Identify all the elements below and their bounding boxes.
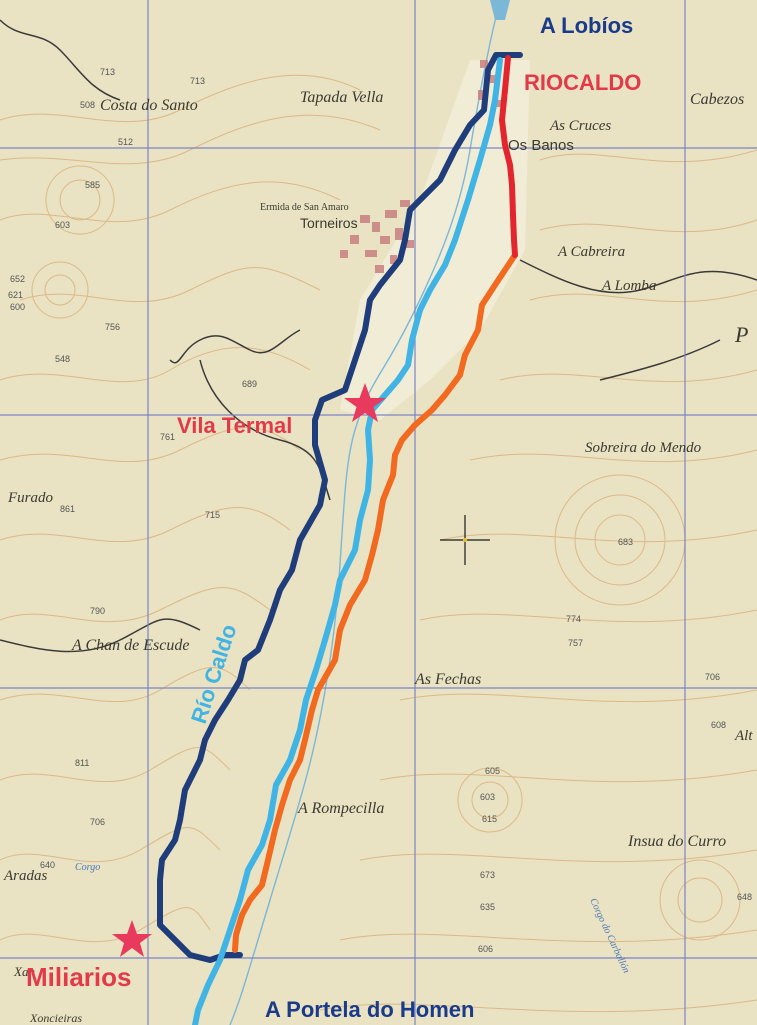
svg-text:635: 635 — [480, 902, 495, 912]
svg-text:761: 761 — [160, 432, 175, 442]
svg-text:861: 861 — [60, 504, 75, 514]
svg-text:585: 585 — [85, 180, 100, 190]
route-red[interactable] — [499, 55, 518, 258]
river-line — [229, 0, 501, 1025]
svg-text:605: 605 — [485, 766, 500, 776]
miliarios-star-icon[interactable] — [112, 920, 152, 957]
place-sobreira-do-mendo: Sobreira do Mendo — [585, 440, 702, 456]
svg-text:757: 757 — [568, 638, 583, 648]
elevation-labels: 713 713 508 512 585 603 652 621 600 756 … — [8, 67, 752, 954]
river-mouth — [490, 0, 510, 20]
svg-text:548: 548 — [55, 354, 70, 364]
place-a-rompecilla: A Rompecilla — [297, 800, 384, 817]
svg-text:713: 713 — [190, 76, 205, 86]
contour-lines — [0, 74, 757, 1013]
place-ermida: Ermida de San Amaro — [260, 202, 349, 213]
svg-text:648: 648 — [737, 892, 752, 902]
place-cabezos: Cabezos — [690, 91, 744, 108]
route-lightblue[interactable] — [192, 57, 503, 1025]
svg-text:640: 640 — [40, 860, 55, 870]
town-torneiros — [340, 200, 414, 273]
svg-text:508: 508 — [80, 100, 95, 110]
label-miliarios: Miliarios — [26, 962, 131, 992]
place-a-chan-de-escudeiro: A Chan de Escude — [71, 637, 189, 654]
place-a-lomba: A Lomba — [601, 278, 656, 294]
place-corgo: Corgo — [75, 862, 100, 873]
place-alt-edge: Alt — [734, 728, 753, 744]
place-xan: Xan — [13, 964, 35, 979]
place-costa-do-santo: Costa do Santo — [100, 97, 198, 114]
place-p-edge: P — [734, 322, 748, 347]
place-tapada-vella: Tapada Vella — [300, 89, 383, 106]
svg-text:689: 689 — [242, 379, 257, 389]
label-riocaldo: RIOCALDO — [524, 70, 641, 95]
place-a-cabreira: A Cabreira — [557, 244, 625, 260]
svg-text:683: 683 — [618, 537, 633, 547]
route-orange[interactable] — [232, 252, 518, 953]
svg-text:811: 811 — [75, 758, 89, 768]
place-aradas: Aradas — [3, 868, 48, 884]
place-as-fechas: As Fechas — [414, 671, 481, 688]
svg-text:603: 603 — [55, 220, 70, 230]
place-os-banos: Os Banos — [508, 137, 574, 154]
vila-termal-star-icon[interactable] — [344, 383, 386, 422]
svg-text:615: 615 — [482, 814, 497, 824]
place-insua-do-curro: Insua do Curro — [627, 833, 726, 850]
svg-text:756: 756 — [105, 322, 120, 332]
svg-text:652: 652 — [10, 274, 25, 284]
svg-text:713: 713 — [100, 67, 115, 77]
svg-text:774: 774 — [566, 614, 581, 624]
svg-text:621: 621 — [8, 290, 23, 300]
place-as-cruces: As Cruces — [549, 118, 611, 134]
place-xoncieiras: Xoncieiras — [29, 1011, 82, 1025]
svg-text:600: 600 — [10, 302, 25, 312]
svg-text:606: 606 — [478, 944, 493, 954]
svg-text:706: 706 — [90, 817, 105, 827]
svg-text:603: 603 — [480, 792, 495, 802]
place-furado: Furado — [7, 490, 54, 506]
label-vila-termal: Vila Termal — [177, 413, 292, 438]
route-navy[interactable] — [157, 52, 523, 963]
svg-text:715: 715 — [205, 510, 220, 520]
svg-text:673: 673 — [480, 870, 495, 880]
svg-text:706: 706 — [705, 672, 720, 682]
svg-text:790: 790 — [90, 606, 105, 616]
place-torneiros: Torneiros — [300, 215, 358, 231]
label-a-portela-do-homen: A Portela do Homen — [265, 997, 474, 1022]
crosshair-center — [463, 538, 467, 542]
label-a-lobios: A Lobíos — [540, 13, 633, 38]
svg-text:512: 512 — [118, 137, 133, 147]
svg-text:608: 608 — [711, 720, 726, 730]
